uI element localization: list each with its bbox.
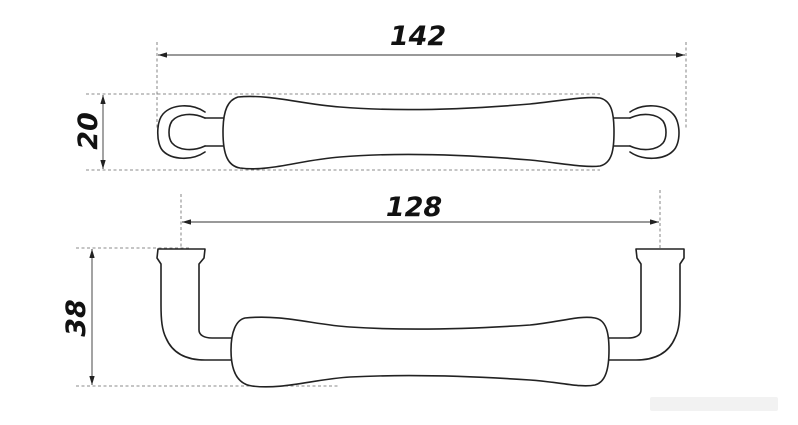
grip-body-side-view: [230, 316, 610, 388]
grip-body-top-view: [222, 95, 615, 170]
top-view: 142 20: [73, 21, 687, 171]
right-end-cap-inner: [629, 113, 667, 151]
right-end-cap-top: [629, 105, 680, 160]
left-neck-top: [204, 117, 225, 147]
right-mounting-foot: [599, 248, 685, 361]
side-view: 128 38: [61, 190, 685, 388]
left-end-cap-top: [156, 105, 206, 160]
dimension-label-128: 128: [386, 192, 442, 223]
left-end-cap-inner: [168, 113, 206, 151]
dimension-label-20: 20: [73, 112, 104, 150]
left-mounting-foot: [156, 248, 241, 361]
dimension-label-142: 142: [390, 21, 446, 52]
watermark: [650, 397, 778, 411]
dimension-label-38: 38: [61, 299, 92, 337]
